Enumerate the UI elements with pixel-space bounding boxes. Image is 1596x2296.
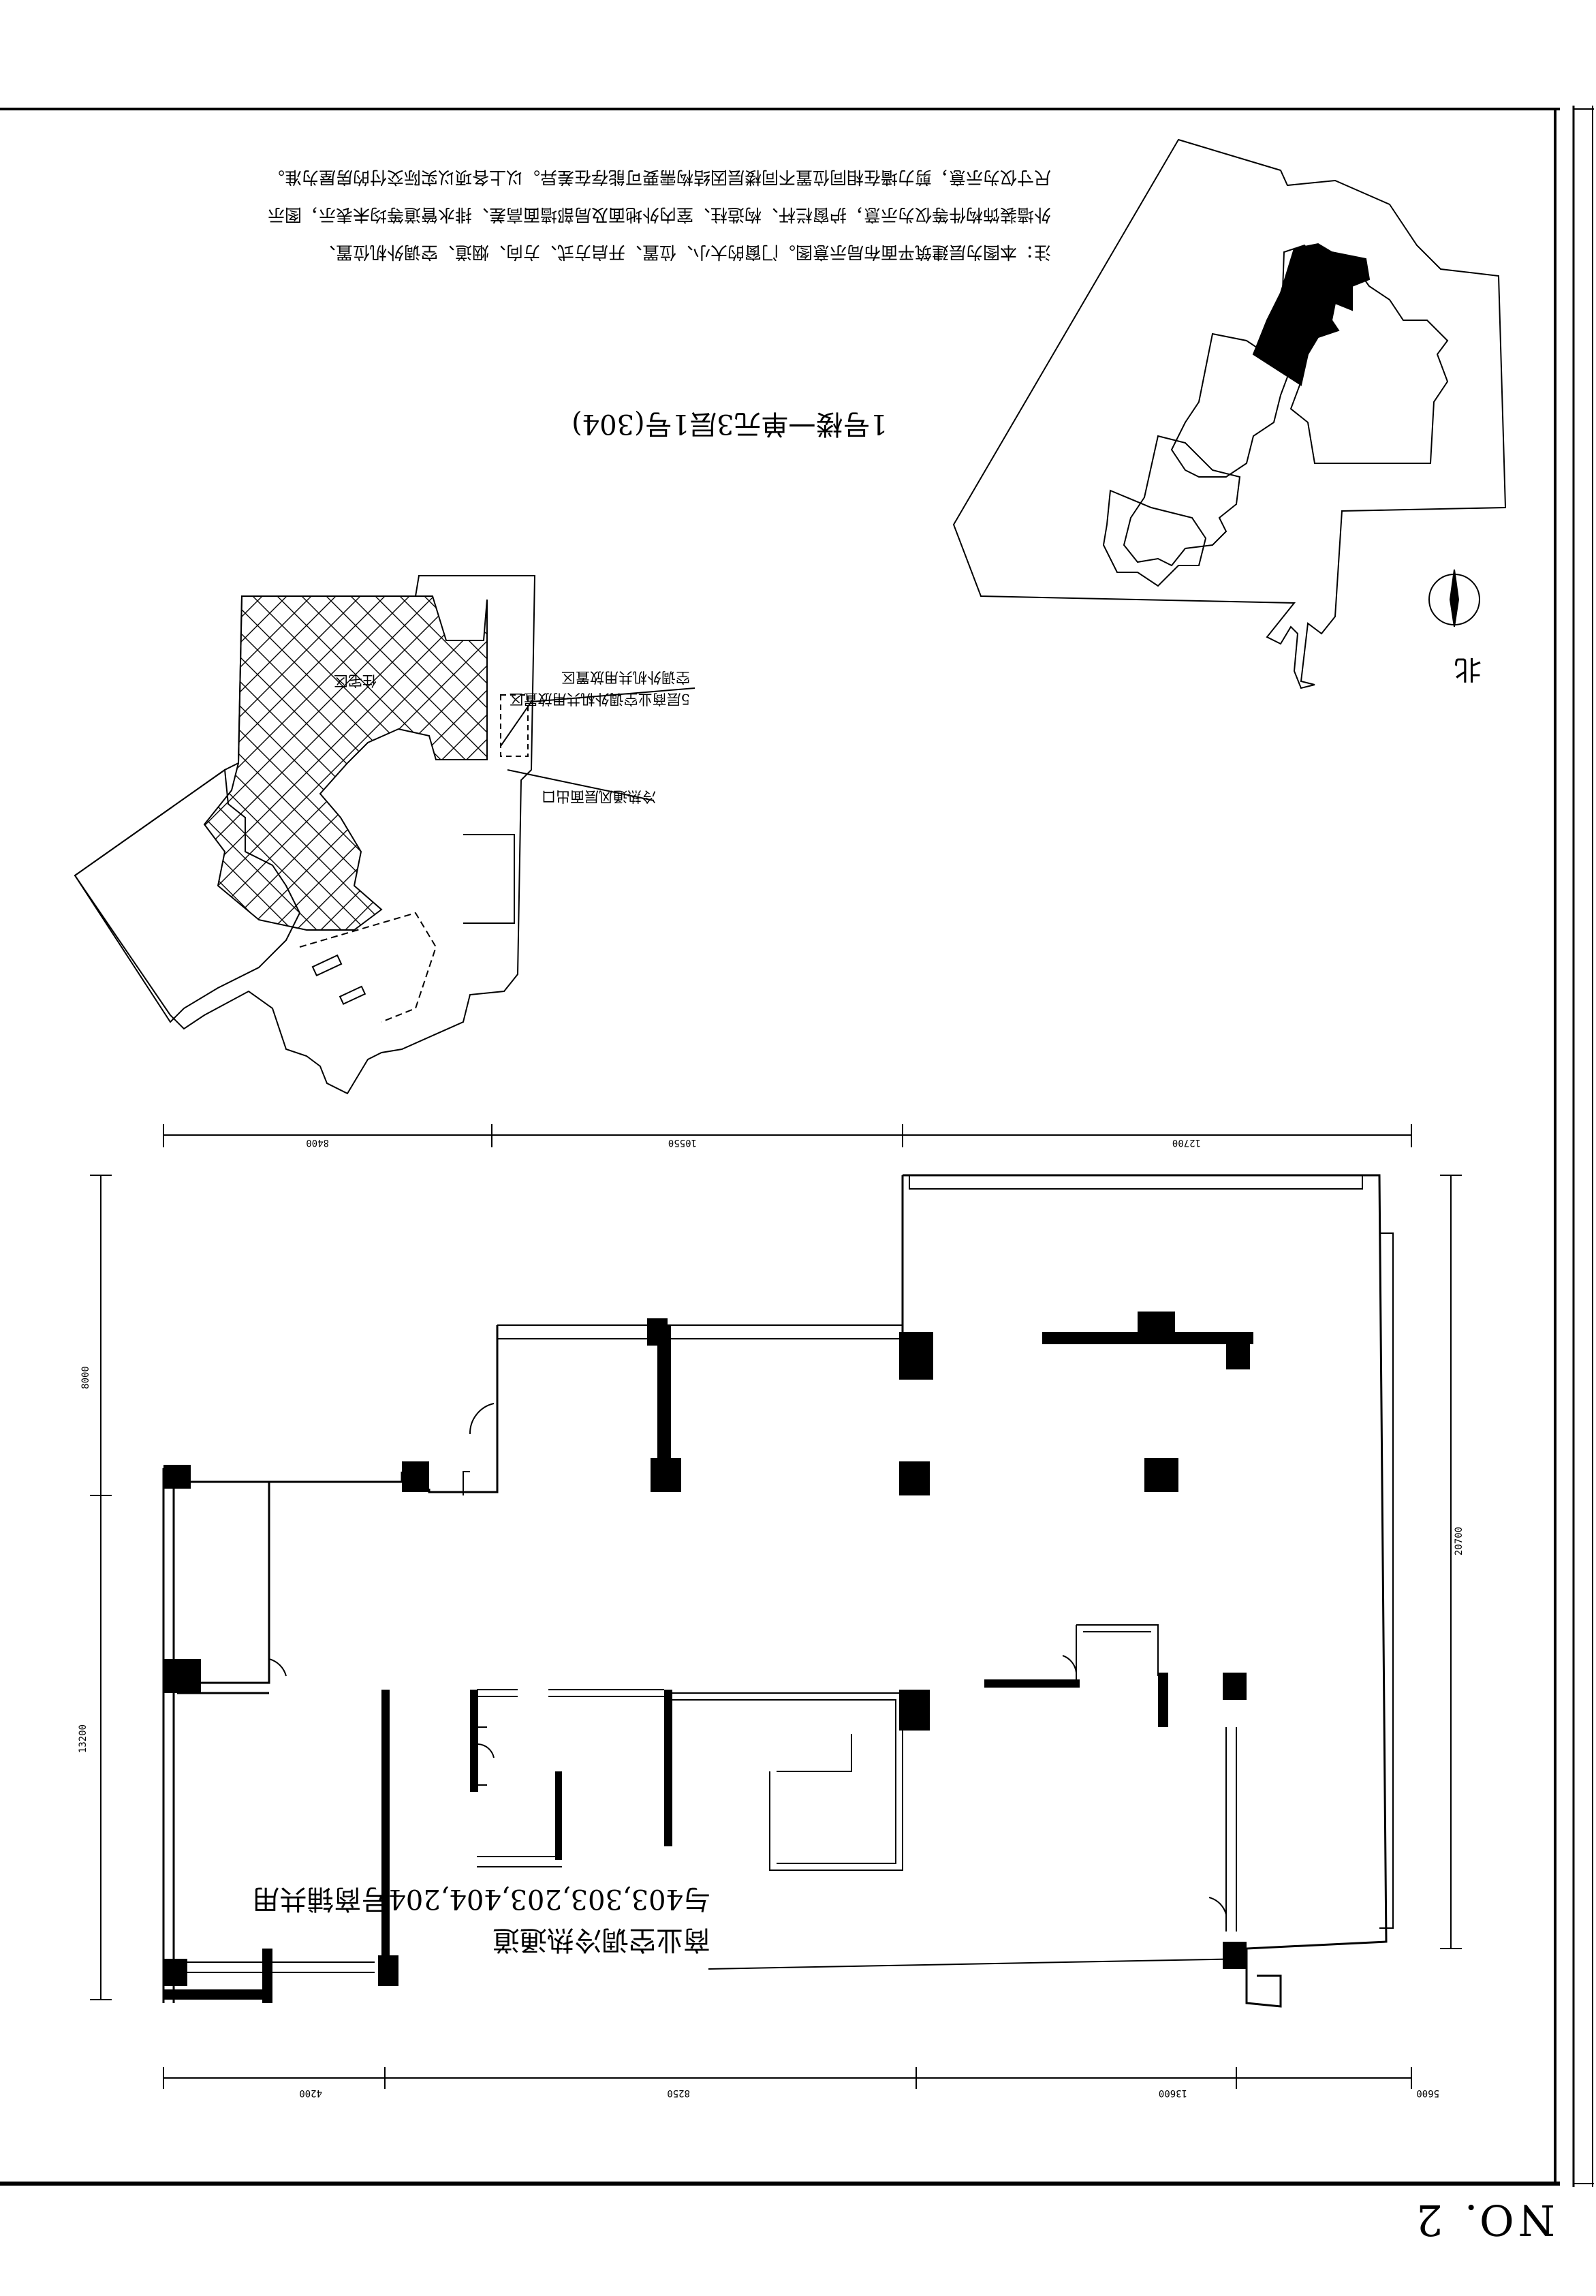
window-band-right bbox=[1379, 1232, 1394, 1929]
site-plan bbox=[952, 138, 1507, 689]
keyplan-core-2 bbox=[339, 985, 366, 1005]
door-arc-5 bbox=[478, 1743, 495, 1758]
keyplan-box bbox=[500, 694, 529, 757]
floor-plan bbox=[90, 1124, 1462, 2089]
heavy-walls bbox=[163, 1325, 1253, 2003]
wall-bottom-left bbox=[177, 1961, 375, 1973]
key-plan bbox=[74, 575, 695, 1095]
north-arrow bbox=[1449, 569, 1460, 627]
site-highlight-building bbox=[1252, 243, 1371, 386]
keyplan-core-1 bbox=[311, 954, 343, 977]
keyplan-hatched-zone bbox=[203, 595, 488, 931]
door-arc-2 bbox=[268, 1658, 287, 1677]
keyplan-outline bbox=[74, 575, 536, 1095]
door-arc-3 bbox=[1062, 1655, 1077, 1673]
site-building-c bbox=[1123, 435, 1241, 567]
door-arc-1 bbox=[469, 1403, 495, 1435]
keyplan-leader-1 bbox=[507, 769, 655, 801]
keyplan-leader-2 bbox=[500, 701, 532, 747]
interior-partitions bbox=[463, 1471, 1237, 1932]
annotation-leader bbox=[708, 1958, 1247, 1970]
window-band-top bbox=[909, 1175, 1363, 1190]
site-boundary bbox=[952, 138, 1507, 689]
keyplan-wing bbox=[74, 769, 301, 1023]
door-arc-4 bbox=[1208, 1897, 1227, 1915]
keyplan-room bbox=[463, 834, 515, 924]
dim-ticks bbox=[90, 1124, 1462, 2089]
keyplan-leader-3 bbox=[531, 687, 695, 702]
site-building-d bbox=[1102, 489, 1207, 587]
keyplan-dashed bbox=[299, 912, 437, 1023]
wall-top-left bbox=[497, 1324, 903, 1339]
